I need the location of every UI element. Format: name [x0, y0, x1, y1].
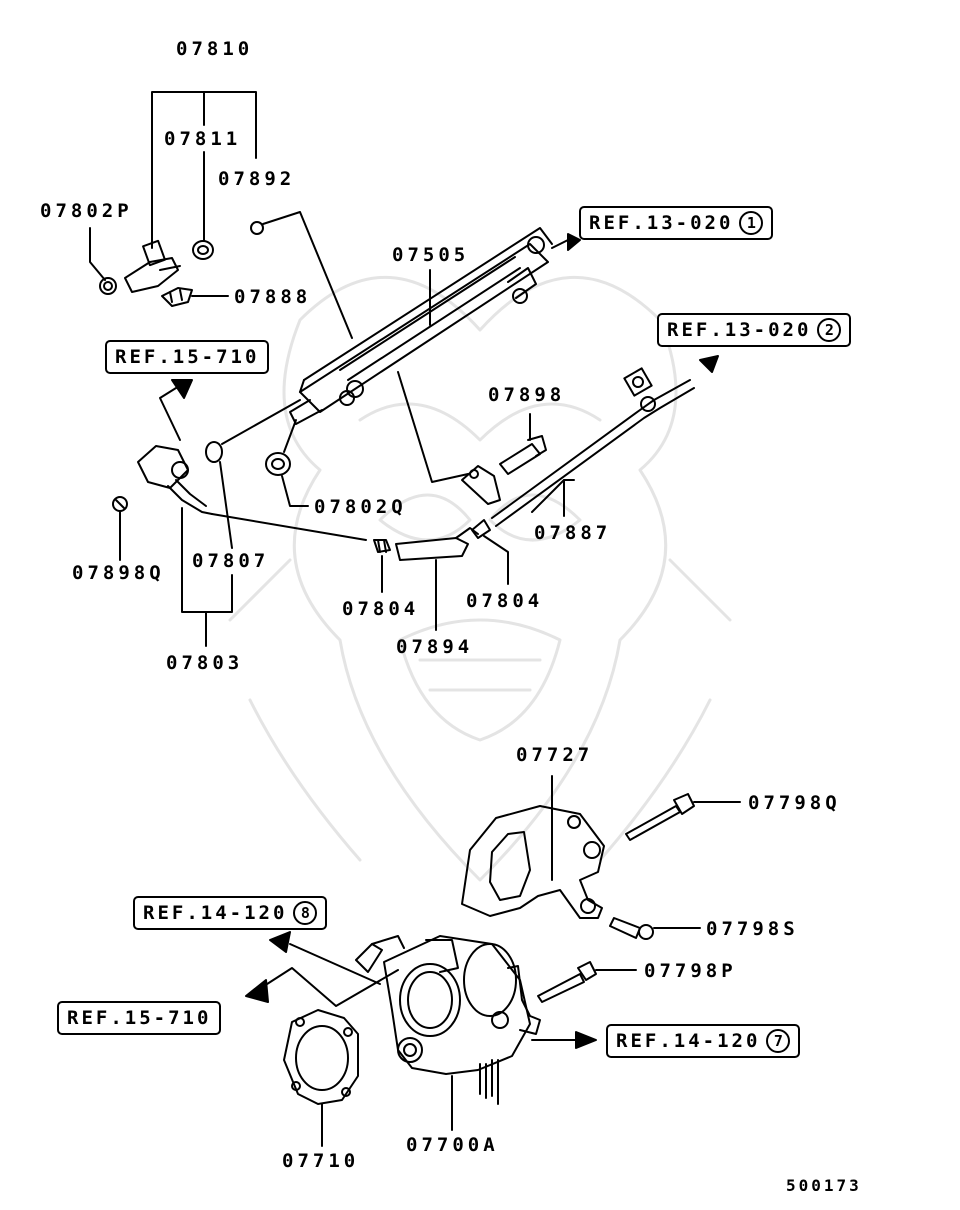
diagram-code: 500173: [786, 1176, 862, 1195]
clip-07888: [161, 287, 193, 307]
label-07798Q: 07798Q: [748, 792, 841, 814]
leader-07887-bracket: [397, 371, 469, 483]
label-07802Q: 07802Q: [314, 496, 407, 518]
label-07700A: 07700A: [406, 1134, 499, 1156]
clamp-07804-left: [373, 539, 391, 553]
arrowhead-ref1: [567, 233, 581, 251]
ref-text: REF.15-710: [67, 1007, 212, 1029]
label-07894: 07894: [396, 636, 474, 658]
seal-07802P: [99, 277, 117, 295]
leader-07802P: [89, 227, 106, 281]
label-07710: 07710: [282, 1150, 360, 1172]
ref-15-710-bottom[interactable]: REF.15-710: [57, 1001, 222, 1035]
ref-text: REF.15-710: [115, 346, 260, 368]
throttle-body-07700A: [355, 935, 541, 1105]
label-07892: 07892: [218, 168, 296, 190]
leader-07892: [262, 211, 353, 339]
leader-07807-rail: [221, 399, 301, 445]
fuel-rail-07505: [289, 227, 553, 425]
label-07798S: 07798S: [706, 918, 799, 940]
arrowhead-ref6: [575, 1031, 597, 1049]
bolt-07898: [499, 435, 547, 475]
fuel-line: [211, 513, 367, 541]
label-07811: 07811: [164, 128, 242, 150]
injector-part: [124, 239, 181, 293]
ref-13-020-2[interactable]: REF.13-020 2: [657, 313, 852, 347]
ref-circle-number: 7: [766, 1029, 791, 1053]
bolt-07898Q: [112, 496, 128, 512]
bracket-part: [461, 465, 501, 505]
hose-07894: [395, 527, 479, 561]
arrowhead-ref4: [269, 931, 291, 953]
ref-15-710-top[interactable]: REF.15-710: [105, 340, 270, 374]
ref-13-020-1[interactable]: REF.13-020 1: [579, 206, 774, 240]
leader-07802Q: [281, 419, 309, 507]
label-07505: 07505: [392, 244, 470, 266]
ref-text: REF.14-120: [143, 902, 288, 924]
ref-circle-number: 1: [739, 211, 764, 235]
oring-07807: [205, 441, 223, 463]
seal-07802Q: [265, 452, 291, 476]
ref-circle-number: 2: [817, 318, 842, 342]
arrow-ref1: [551, 239, 569, 249]
label-07898: 07898: [488, 384, 566, 406]
clamp-07804-right: [471, 519, 491, 539]
label-07804-right: 07804: [466, 590, 544, 612]
leader-07810: [151, 91, 257, 249]
ref-text: REF.13-020: [667, 319, 812, 341]
bolt-07798S: [609, 917, 654, 940]
label-07888: 07888: [234, 286, 312, 308]
arrowhead-ref2: [699, 355, 719, 373]
ref-circle-number: 8: [293, 901, 318, 925]
arrowhead-ref5: [245, 979, 269, 1003]
ref-14-120-7[interactable]: REF.14-120 7: [606, 1024, 801, 1058]
gasket-07710: [283, 1009, 359, 1105]
oring-07892: [250, 221, 264, 235]
pressure-regulator: [137, 445, 213, 515]
grommet-07811: [192, 240, 214, 260]
leader-ref4: [289, 943, 381, 985]
bracket-07727: [461, 805, 605, 919]
label-07898Q: 07898Q: [72, 562, 165, 584]
label-07803: 07803: [166, 652, 244, 674]
leader-07803: [181, 507, 233, 647]
ref-text: REF.13-020: [589, 212, 734, 234]
label-07887: 07887: [534, 522, 612, 544]
label-07802P: 07802P: [40, 200, 133, 222]
fuel-pipe-07887: [491, 367, 695, 527]
label-07727: 07727: [516, 744, 594, 766]
label-07810: 07810: [176, 38, 254, 60]
ref-text: REF.14-120: [616, 1030, 761, 1052]
watermark-logo: [228, 276, 732, 882]
label-07807: 07807: [192, 550, 270, 572]
arrow-ref3: [159, 387, 181, 441]
bolt-07798P: [537, 961, 597, 1003]
bolt-07798Q: [625, 793, 695, 841]
leader-07804-right: [483, 535, 509, 585]
leader-ref5: [263, 967, 399, 1007]
leader-07807: [219, 461, 233, 549]
label-07804-left: 07804: [342, 598, 420, 620]
label-07798P: 07798P: [644, 960, 737, 982]
ref-14-120-8[interactable]: REF.14-120 8: [133, 896, 328, 930]
